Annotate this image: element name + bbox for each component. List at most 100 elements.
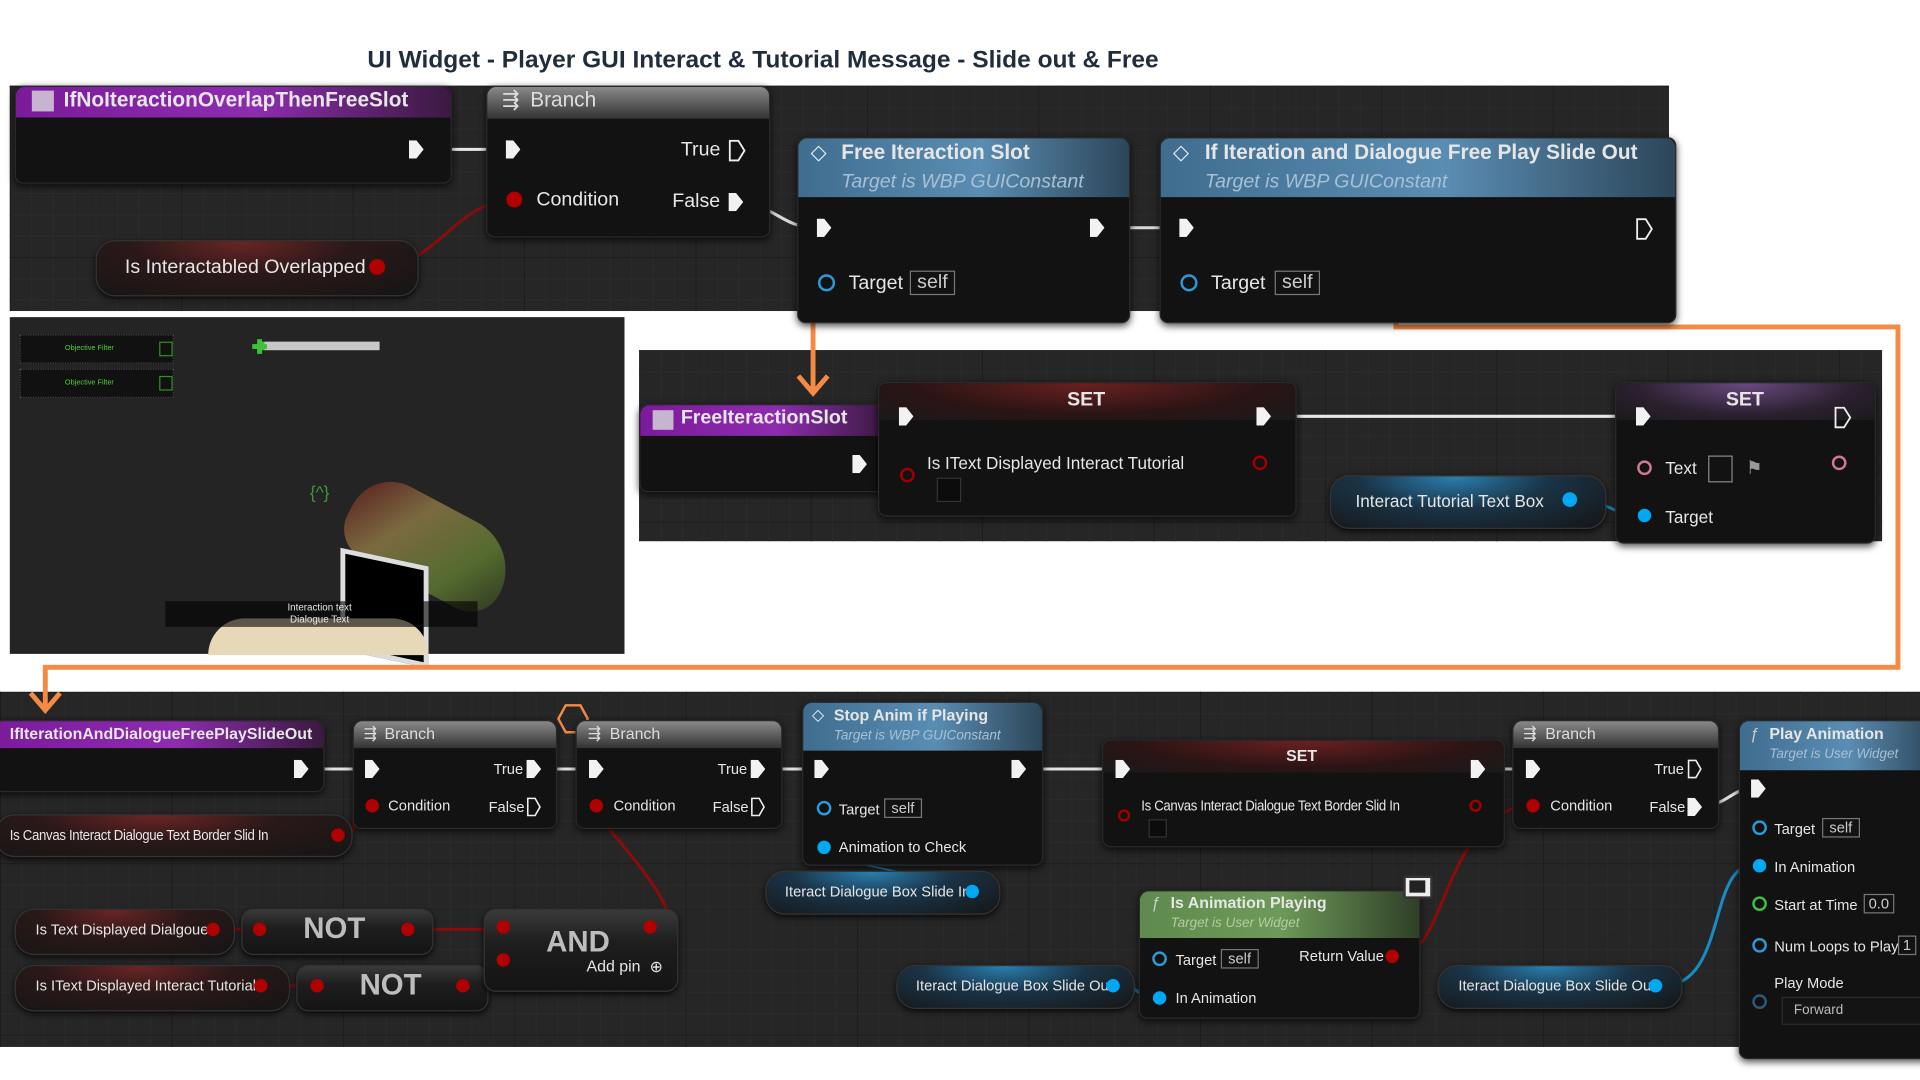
bool-in-pin[interactable] [365, 798, 379, 813]
object-out-pin[interactable] [1562, 492, 1578, 507]
bool-in-pin[interactable] [496, 953, 511, 967]
bool-out-pin[interactable] [1252, 455, 1268, 471]
bool-in-pin[interactable] [1117, 809, 1131, 822]
event-node-if-no-iteraction[interactable] [14, 85, 452, 184]
value-checkbox[interactable] [936, 477, 962, 503]
exec-out-pin[interactable] [1089, 218, 1105, 237]
exec-in-pin[interactable] [364, 759, 380, 779]
variable-slide-out-2[interactable] [1437, 964, 1683, 1009]
exec-in-pin[interactable] [898, 407, 914, 426]
num-loops-field[interactable]: 1 [1897, 935, 1916, 956]
exec-out-pin[interactable] [1256, 407, 1272, 426]
add-pin-icon[interactable]: ⊕ [649, 957, 664, 976]
bool-out-pin[interactable] [456, 978, 470, 993]
animation-in-pin[interactable] [1152, 991, 1167, 1005]
exec-out-pin-true[interactable] [1687, 759, 1702, 779]
float-in-pin[interactable] [1752, 896, 1767, 912]
object-out-pin[interactable] [1648, 978, 1663, 993]
exec-in-pin[interactable] [1179, 218, 1194, 237]
self-field[interactable]: self [1822, 817, 1860, 838]
self-field[interactable]: self [884, 798, 922, 818]
object-out-pin[interactable] [1106, 978, 1120, 993]
self-field[interactable]: self [1220, 948, 1259, 969]
exec-out-pin[interactable] [1470, 759, 1486, 779]
exec-out-pin-false[interactable] [751, 797, 766, 817]
exec-out-pin-true[interactable] [750, 759, 766, 779]
branch-node[interactable] [486, 85, 771, 238]
bool-out-pin[interactable] [401, 922, 415, 937]
variable-interact-tutorial-text-box[interactable] [1329, 475, 1607, 529]
branch-node-1[interactable] [352, 720, 558, 829]
exec-in-pin[interactable] [505, 140, 521, 159]
bool-out-pin[interactable] [1385, 949, 1399, 964]
bool-in-pin[interactable] [310, 978, 324, 993]
event-node-if-iteration-dialogue[interactable] [0, 720, 325, 793]
bool-out-pin[interactable] [331, 828, 345, 842]
animation-in-pin[interactable] [817, 840, 831, 855]
bool-out-pin[interactable] [206, 922, 220, 937]
target-pin[interactable] [816, 800, 832, 816]
bool-in-pin[interactable] [1526, 798, 1540, 813]
exec-in-pin[interactable] [816, 218, 832, 237]
branch-node-2[interactable] [575, 720, 783, 829]
variable-is-interactabled-overlapped[interactable] [95, 240, 419, 297]
exec-out-pin[interactable] [1636, 218, 1653, 240]
bool-out-pin[interactable] [643, 920, 657, 934]
exec-out-pin[interactable] [1834, 406, 1852, 429]
stop-anim-node[interactable] [802, 701, 1044, 866]
free-iteraction-slot-node[interactable] [797, 137, 1131, 324]
bool-in-pin[interactable] [900, 467, 915, 483]
exec-out-pin-false[interactable] [1687, 797, 1703, 817]
target-pin[interactable] [1152, 951, 1167, 967]
exec-in-pin[interactable] [588, 759, 604, 779]
variable-is-canvas-slid-in[interactable] [0, 814, 353, 858]
target-pin[interactable] [817, 274, 836, 292]
text-out-pin[interactable] [1831, 455, 1847, 471]
enum-in-pin[interactable] [1752, 994, 1767, 1009]
value-checkbox[interactable] [1148, 819, 1167, 838]
exec-in-pin[interactable] [1115, 759, 1131, 779]
text-value-field[interactable] [1708, 455, 1733, 483]
localization-flag-icon[interactable]: ⚑ [1746, 457, 1763, 479]
exec-out-pin-true[interactable] [526, 759, 542, 779]
variable-is-text-displayed-dialogue[interactable] [14, 908, 236, 956]
set-node-canvas-slid-in[interactable] [1102, 739, 1505, 848]
target-pin[interactable] [1180, 274, 1198, 292]
variable-slide-in[interactable] [765, 870, 1001, 915]
bool-in-pin[interactable] [252, 922, 267, 937]
bool-in-pin[interactable] [496, 920, 511, 934]
bool-out-pin[interactable] [369, 258, 386, 275]
variable-slide-out-1[interactable] [896, 964, 1136, 1009]
self-field[interactable]: self [1274, 270, 1320, 296]
event-node-free-iteraction-slot[interactable] [639, 404, 887, 493]
exec-in-pin[interactable] [814, 759, 829, 779]
exec-in-pin[interactable] [1525, 759, 1541, 779]
target-pin[interactable] [1637, 508, 1652, 523]
self-field[interactable]: self [909, 270, 955, 296]
object-out-pin[interactable] [965, 884, 979, 899]
start-time-field[interactable]: 0.0 [1863, 893, 1894, 914]
node-subtitle: Target is WBP GUIConstant [1204, 171, 1448, 193]
add-pin-button[interactable]: Add pin [586, 956, 641, 976]
exec-out-pin[interactable] [408, 140, 424, 159]
target-pin[interactable] [1752, 820, 1767, 836]
bool-out-pin[interactable] [1469, 799, 1482, 812]
text-in-pin[interactable] [1637, 460, 1652, 476]
exec-in-pin[interactable] [1635, 407, 1651, 426]
exec-out-pin-false[interactable] [728, 192, 744, 212]
play-mode-dropdown[interactable]: Forward [1781, 996, 1920, 1025]
bool-in-pin[interactable] [506, 191, 523, 208]
exec-out-pin-false[interactable] [526, 797, 542, 817]
animation-in-pin[interactable] [1752, 858, 1767, 873]
exec-out-pin[interactable] [1011, 759, 1027, 779]
int-in-pin[interactable] [1752, 937, 1767, 953]
if-iteration-dialogue-node[interactable] [1159, 137, 1677, 324]
bool-in-pin[interactable] [589, 798, 604, 813]
bool-out-pin[interactable] [254, 978, 268, 993]
is-animation-playing-node[interactable] [1138, 890, 1421, 1019]
branch-node-3[interactable] [1512, 720, 1720, 829]
variable-is-itext-displayed[interactable] [14, 964, 291, 1012]
node-title: If Iteration and Dialogue Free Play Slid… [1204, 140, 1638, 165]
exec-out-pin-true[interactable] [728, 139, 746, 162]
exec-in-pin[interactable] [1751, 779, 1766, 798]
